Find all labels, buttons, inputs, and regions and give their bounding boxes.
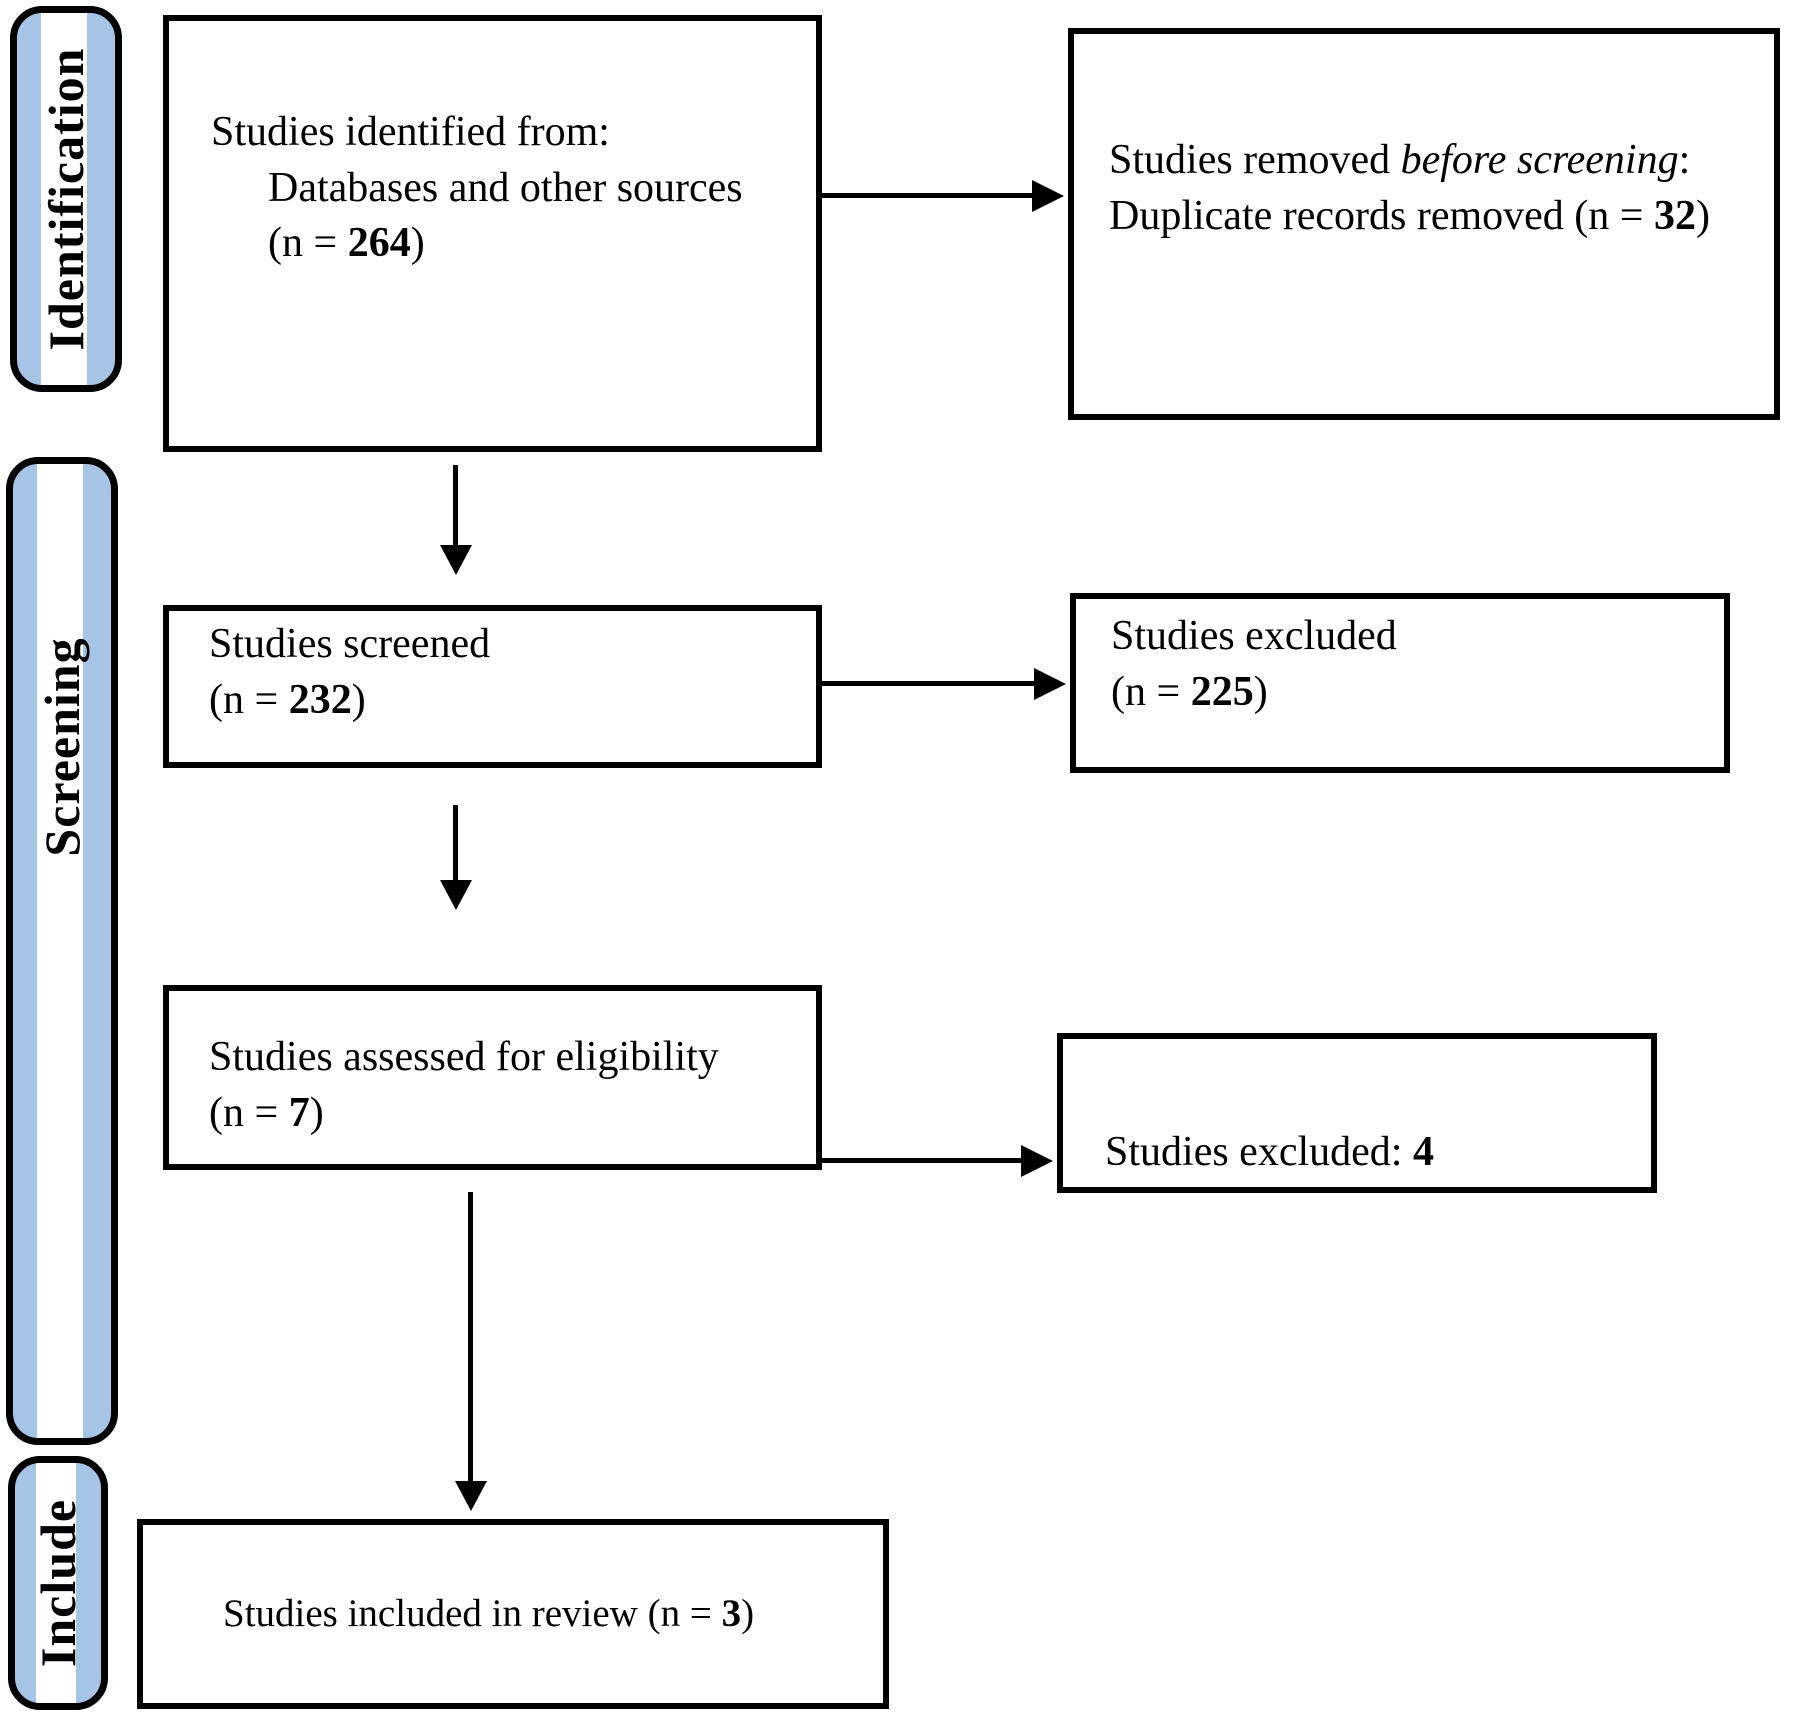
- arrow-screened-to-excluded: [822, 667, 1066, 700]
- box-studies-assessed: Studies assessed for eligibility(n = 7): [163, 985, 822, 1170]
- stage-tab-stripe: [40, 13, 87, 385]
- box-studies-screened: Studies screened(n = 232): [163, 605, 822, 768]
- arrow-head-right-icon: [1034, 667, 1066, 700]
- arrow-shaft: [822, 1158, 1025, 1163]
- arrow-head-down-icon: [439, 545, 472, 575]
- box-studies-excluded-eligibility: Studies excluded: 4: [1057, 1033, 1657, 1193]
- stage-tab-identification: Identification: [10, 6, 122, 392]
- box-studies-assessed-text: Studies assessed for eligibility(n = 7): [209, 1033, 719, 1136]
- stage-label-identification: Identification: [38, 47, 94, 351]
- stage-label-screening: Screening: [34, 637, 90, 857]
- arrow-shaft: [468, 1192, 473, 1485]
- box-studies-removed-before-screening: Studies removed before screening:Duplica…: [1068, 28, 1780, 420]
- arrow-head-down-icon: [439, 880, 472, 910]
- arrow-shaft: [822, 193, 1036, 198]
- arrow-assessed-to-included: [454, 1192, 487, 1511]
- arrow-head-right-icon: [1021, 1144, 1053, 1177]
- arrow-identified-to-removed: [822, 179, 1064, 212]
- box-studies-screened-text: Studies screened(n = 232): [209, 620, 491, 723]
- arrow-identified-to-screened: [439, 465, 472, 575]
- arrow-screened-to-assessed: [439, 805, 472, 910]
- box-studies-identified-text: Studies identified from:Databases and ot…: [211, 108, 743, 267]
- stage-label-include: Include: [30, 1498, 86, 1668]
- arrow-head-right-icon: [1032, 179, 1064, 212]
- stage-tab-stripe: [36, 464, 83, 1438]
- box-studies-identified: Studies identified from:Databases and ot…: [163, 15, 822, 452]
- arrow-shaft: [453, 465, 458, 549]
- arrow-assessed-to-excluded: [822, 1144, 1053, 1177]
- box-studies-excluded-screening-text: Studies excluded(n = 225): [1111, 613, 1397, 715]
- box-studies-excluded-eligibility-text: Studies excluded: 4: [1105, 1129, 1434, 1176]
- box-studies-included-text: Studies included in review (n = 3): [223, 1592, 755, 1636]
- arrow-shaft: [453, 805, 458, 884]
- arrow-head-down-icon: [454, 1481, 487, 1511]
- stage-tab-include: Include: [8, 1456, 108, 1710]
- stage-tab-screening: Screening: [6, 457, 118, 1445]
- box-studies-removed-text: Studies removed before screening:Duplica…: [1109, 137, 1710, 239]
- box-studies-excluded-screening: Studies excluded(n = 225): [1070, 593, 1730, 773]
- arrow-shaft: [822, 681, 1038, 686]
- box-studies-included: Studies included in review (n = 3): [137, 1519, 889, 1709]
- stage-tab-stripe: [35, 1463, 77, 1703]
